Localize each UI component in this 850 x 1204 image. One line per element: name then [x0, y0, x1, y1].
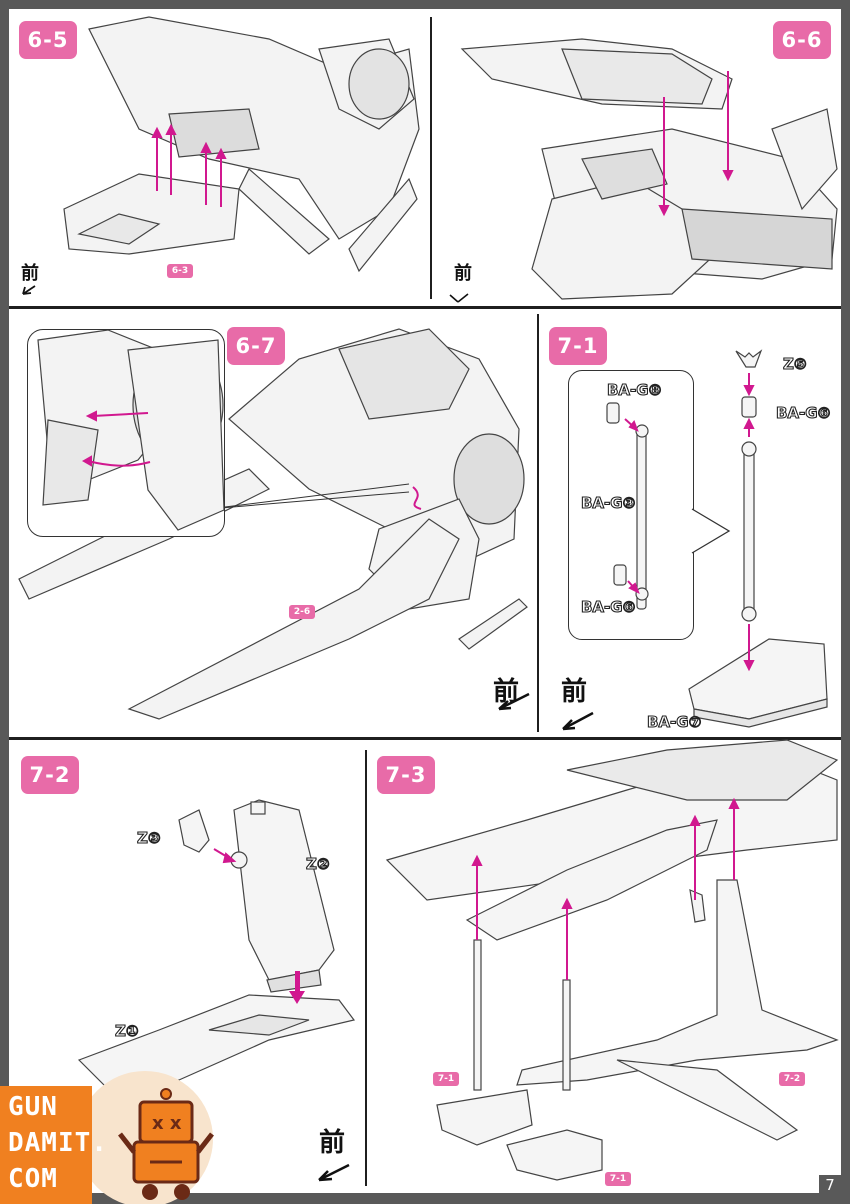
- step-7-3-illustration: [385, 739, 839, 1181]
- detail-inset: [568, 370, 694, 640]
- watermark-text-line1: GUN: [8, 1092, 58, 1122]
- step-badge: 6-6: [773, 21, 831, 59]
- part-label-z3: Z③: [136, 828, 161, 847]
- front-direction-label: 前: [319, 1128, 346, 1158]
- watermark-text-line3: COM: [8, 1164, 58, 1194]
- manual-page: 6-5 6-3 前 6-6: [0, 9, 841, 1204]
- step-6-7-panel: 6-7 2-6 前: [9, 309, 536, 737]
- step-7-1-illustration: [562, 349, 828, 731]
- reference-badge-7-1-bottom: 7-1: [605, 1172, 631, 1186]
- part-label-ba-g8: BA-G⑧: [606, 380, 662, 399]
- step-6-6-illustration: [449, 38, 838, 303]
- inset-illustration: [37, 330, 224, 531]
- svg-text:x x: x x: [152, 1113, 182, 1134]
- step-7-2-panel: 7-2 Z③ Z② Z① 前: [9, 740, 364, 1193]
- part-label-ba-g3: BA-G③: [580, 493, 636, 512]
- reference-badge: 6-3: [167, 264, 193, 278]
- front-direction-label: 前: [561, 677, 588, 707]
- step-badge: 6-7: [227, 327, 285, 365]
- reference-badge: 2-6: [289, 605, 315, 619]
- step-badge: 7-3: [377, 756, 435, 794]
- column-divider-row2: [537, 314, 539, 732]
- watermark-text-line2: DAMIT.: [8, 1128, 108, 1158]
- page-number: 7: [819, 1175, 841, 1195]
- part-label-z2: Z②: [305, 854, 330, 873]
- reference-badge-7-1-left: 7-1: [433, 1072, 459, 1086]
- part-label-ba-g6: BA-G⑥: [775, 403, 831, 422]
- reference-badge-7-2: 7-2: [779, 1072, 805, 1086]
- row-divider-1: [9, 306, 841, 309]
- part-label-ba-g7: BA-G⑦: [646, 712, 702, 731]
- step-7-1-panel: 7-1: [539, 309, 841, 737]
- row-divider-2: [9, 737, 841, 740]
- step-badge: 6-5: [19, 21, 77, 59]
- front-direction-label: 前: [21, 263, 39, 284]
- part-label-z1: Z①: [114, 1021, 139, 1040]
- column-divider-row1: [430, 17, 432, 299]
- step-6-5-illustration: [22, 16, 420, 295]
- step-6-6-panel: 6-6 前: [432, 9, 841, 306]
- detail-inset: [27, 329, 225, 537]
- step-badge: 7-1: [549, 327, 607, 365]
- gundamit-watermark-logo: x x GUN DAMIT. COM: [0, 1064, 230, 1204]
- step-6-5-panel: 6-5 6-3 前: [9, 9, 429, 306]
- step-7-3-panel: 7-3 7-1 7-2 7-1: [367, 739, 841, 1193]
- part-label-z5: Z⑤: [782, 354, 807, 373]
- front-direction-label: 前: [493, 677, 520, 707]
- robot-mascot-icon: x x: [0, 1071, 214, 1204]
- front-direction-label: 前: [454, 263, 472, 284]
- part-label-ba-g6-inset: BA-G⑥: [580, 597, 636, 616]
- step-badge: 7-2: [21, 756, 79, 794]
- column-divider-row3: [365, 750, 367, 1186]
